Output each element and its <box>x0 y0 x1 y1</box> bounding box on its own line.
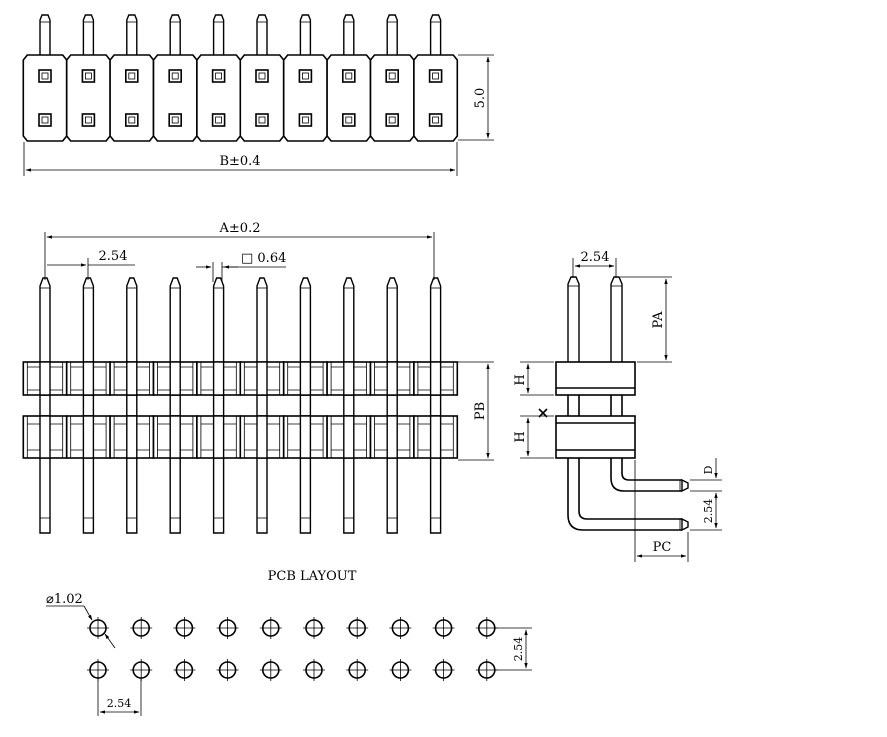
pcb-hole-r2-c2 <box>130 659 153 681</box>
pcb-hole-r1-c5 <box>259 617 282 639</box>
pcb-hole-r2-c6 <box>303 659 325 681</box>
front-view <box>22 277 459 534</box>
top-view-pin-10 <box>413 14 459 142</box>
pcb-hole-r1-c1 <box>87 617 109 639</box>
pcb-hole-r1-c9 <box>432 617 455 639</box>
front-view-pin-4 <box>152 277 198 534</box>
pcb-hole-r2-c1 <box>87 659 109 681</box>
pcb-hole-r1-c4 <box>216 617 239 639</box>
front-view-pin-10 <box>413 277 459 534</box>
pcb-hole-r1-c7 <box>346 617 369 639</box>
top-view-pin-6 <box>239 14 285 142</box>
pcb-layout-title: PCB LAYOUT <box>268 569 357 584</box>
pcb-hole-r2-c7 <box>346 659 369 681</box>
top-view-pin-9 <box>369 14 415 142</box>
pcb-hole-r2-c4 <box>216 659 239 681</box>
top-view <box>22 14 459 142</box>
front-view-pin-6 <box>239 277 285 534</box>
d-label: D <box>702 465 715 474</box>
side-view <box>538 276 689 532</box>
pcb-dimensions: ⌀1.02 2.54 2.54 <box>46 592 532 716</box>
pcb-hole-r2-c10 <box>475 659 498 681</box>
top-width-label: B±0.4 <box>219 154 260 169</box>
top-view-pin-4 <box>152 14 198 142</box>
pitch-side-label: 2.54 <box>581 250 610 265</box>
top-view-pin-7 <box>282 14 328 142</box>
top-view-pin-1 <box>22 14 68 142</box>
top-view-pin-5 <box>196 14 242 142</box>
pcb-hole-r1-c3 <box>173 617 196 639</box>
top-view-pin-3 <box>109 14 155 142</box>
h-lower-label: H <box>513 431 528 442</box>
front-view-dimensions: A±0.2 2.54 □ 0.64 PB <box>44 221 494 461</box>
pcb-hole-r1-c6 <box>303 617 325 639</box>
pcb-hole-r1-c2 <box>130 617 153 639</box>
front-view-pin-1 <box>22 277 68 534</box>
pcb-hole-r1-c10 <box>475 617 498 639</box>
pb-label: PB <box>473 402 488 420</box>
front-view-pin-9 <box>369 277 415 534</box>
top-view-pin-8 <box>326 14 372 142</box>
front-view-pin-2 <box>65 277 111 534</box>
pcb-pitch-horizontal-label: 2.54 <box>107 697 132 710</box>
pa-label: PA <box>651 311 666 329</box>
hole-diameter-label: ⌀1.02 <box>46 592 83 607</box>
side-view-dimensions: 2.54 PA H H D 2.54 PC <box>513 250 722 562</box>
pc-label: PC <box>653 540 672 555</box>
pcb-hole-r2-c3 <box>173 659 196 681</box>
top-view-pin-2 <box>65 14 111 142</box>
pitch-side-vertical-label: 2.54 <box>702 499 715 524</box>
pcb-hole-grid <box>87 617 498 681</box>
pcb-hole-r2-c5 <box>259 659 282 681</box>
pcb-pitch-vertical-label: 2.54 <box>512 637 525 662</box>
top-height-label: 5.0 <box>473 88 488 109</box>
pitch-front-label: 2.54 <box>99 249 128 264</box>
front-view-pin-3 <box>109 277 155 534</box>
front-view-pin-8 <box>326 277 372 534</box>
pin-square-label: □ 0.64 <box>241 251 286 266</box>
pcb-hole-r1-c8 <box>389 617 412 639</box>
top-view-dimensions: 5.0 B±0.4 <box>23 54 494 176</box>
pcb-hole-r2-c8 <box>389 659 412 681</box>
h-upper-label: H <box>513 374 528 385</box>
front-view-pin-5 <box>196 277 242 534</box>
front-view-pin-7 <box>282 277 328 534</box>
pcb-hole-r2-c9 <box>432 659 455 681</box>
pin-span-label: A±0.2 <box>219 221 261 236</box>
